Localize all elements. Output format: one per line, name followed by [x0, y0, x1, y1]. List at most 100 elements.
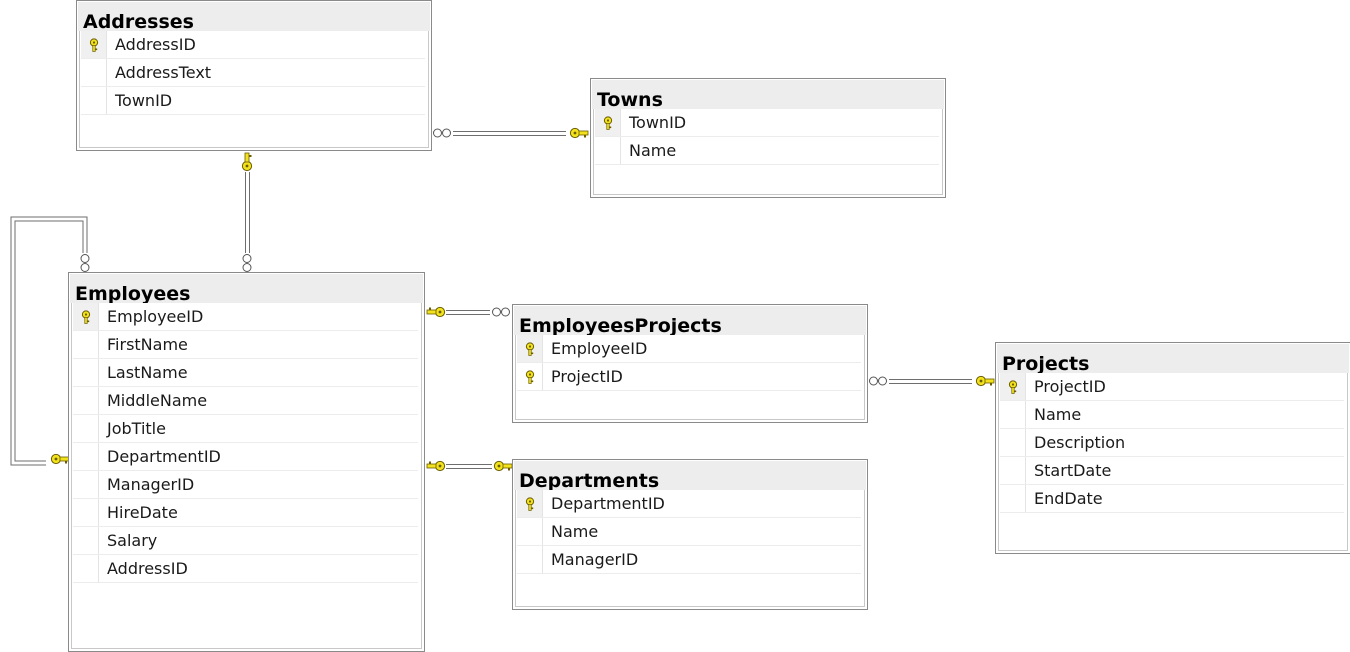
primary-key-icon	[81, 31, 107, 58]
column-selector	[595, 137, 621, 164]
primary-key-icon	[595, 109, 621, 136]
table-title: Departments	[514, 461, 866, 490]
column-row[interactable]: FirstName	[73, 331, 418, 359]
column-selector	[81, 59, 107, 86]
column-name: EndDate	[1034, 489, 1103, 508]
column-selector	[1000, 401, 1026, 428]
column-row[interactable]: Name	[595, 137, 939, 165]
column-selector	[1000, 457, 1026, 484]
column-row[interactable]: AddressID	[81, 31, 425, 59]
table-title: Addresses	[78, 2, 430, 31]
column-name: ManagerID	[107, 475, 195, 494]
column-row[interactable]: JobTitle	[73, 415, 418, 443]
primary-key-icon	[517, 335, 543, 362]
column-name: Description	[1034, 433, 1126, 452]
column-row[interactable]: TownID	[595, 109, 939, 137]
column-name: DepartmentID	[107, 447, 221, 466]
column-selector	[73, 415, 99, 442]
column-selector	[517, 546, 543, 573]
column-row[interactable]: DepartmentID	[517, 490, 861, 518]
column-row[interactable]: EndDate	[1000, 485, 1344, 513]
table-title: EmployeesProjects	[514, 306, 866, 335]
column-name: ProjectID	[551, 367, 623, 386]
column-row[interactable]: Description	[1000, 429, 1344, 457]
column-name: TownID	[629, 113, 687, 132]
column-name: ManagerID	[551, 550, 639, 569]
column-row[interactable]: AddressID	[73, 555, 418, 583]
column-row[interactable]: LastName	[73, 359, 418, 387]
column-list: EmployeeID ProjectID	[517, 335, 861, 391]
primary-key-icon	[517, 490, 543, 517]
column-row[interactable]: HireDate	[73, 499, 418, 527]
column-selector	[73, 471, 99, 498]
column-list: TownID Name	[595, 109, 939, 165]
table-towns[interactable]: Towns TownID Name	[590, 78, 946, 198]
column-row[interactable]: StartDate	[1000, 457, 1344, 485]
column-row[interactable]: Name	[1000, 401, 1344, 429]
column-row[interactable]: ProjectID	[517, 363, 861, 391]
column-row[interactable]: ProjectID	[1000, 373, 1344, 401]
column-name: JobTitle	[107, 419, 166, 438]
column-selector	[73, 359, 99, 386]
table-title: Employees	[70, 274, 423, 303]
column-row[interactable]: ManagerID	[517, 546, 861, 574]
column-name: Name	[1034, 405, 1082, 424]
column-row[interactable]: DepartmentID	[73, 443, 418, 471]
column-name: StartDate	[1034, 461, 1112, 480]
primary-key-icon	[517, 363, 543, 390]
column-row[interactable]: Name	[517, 518, 861, 546]
column-name: DepartmentID	[551, 494, 665, 513]
column-row[interactable]: ManagerID	[73, 471, 418, 499]
column-name: Name	[629, 141, 677, 160]
rel-employeesprojects-projects[interactable]	[869, 375, 995, 387]
column-selector	[73, 499, 99, 526]
column-name: MiddleName	[107, 391, 208, 410]
column-name: ProjectID	[1034, 377, 1106, 396]
column-row[interactable]: EmployeeID	[517, 335, 861, 363]
rel-employees-manager[interactable]	[10, 216, 90, 466]
column-name: AddressText	[115, 63, 212, 82]
primary-key-icon	[1000, 373, 1026, 400]
table-employeesprojects[interactable]: EmployeesProjects EmployeeID ProjectID	[512, 304, 868, 423]
column-name: AddressID	[107, 559, 188, 578]
rel-employees-addresses[interactable]	[241, 152, 253, 272]
primary-key-icon	[73, 303, 99, 330]
column-name: EmployeeID	[551, 339, 648, 358]
column-name: AddressID	[115, 35, 196, 54]
column-name: Name	[551, 522, 599, 541]
column-selector	[1000, 429, 1026, 456]
column-selector	[73, 443, 99, 470]
column-name: EmployeeID	[107, 307, 204, 326]
rel-employeesprojects-employees[interactable]	[426, 306, 510, 318]
column-row[interactable]: TownID	[81, 87, 425, 115]
column-name: FirstName	[107, 335, 188, 354]
column-selector	[73, 555, 99, 582]
column-row[interactable]: EmployeeID	[73, 303, 418, 331]
column-row[interactable]: AddressText	[81, 59, 425, 87]
column-name: HireDate	[107, 503, 178, 522]
column-name: Salary	[107, 531, 158, 550]
column-selector	[73, 331, 99, 358]
column-row[interactable]: Salary	[73, 527, 418, 555]
rel-departments-employees[interactable]	[426, 460, 513, 472]
table-title: Projects	[997, 344, 1349, 373]
column-selector	[1000, 485, 1026, 512]
column-selector	[81, 87, 107, 114]
column-selector	[517, 518, 543, 545]
column-name: TownID	[115, 91, 173, 110]
column-name: LastName	[107, 363, 188, 382]
column-selector	[73, 387, 99, 414]
column-row[interactable]: MiddleName	[73, 387, 418, 415]
table-title: Towns	[592, 80, 944, 109]
rel-addresses-towns[interactable]	[433, 127, 589, 139]
column-selector	[73, 527, 99, 554]
